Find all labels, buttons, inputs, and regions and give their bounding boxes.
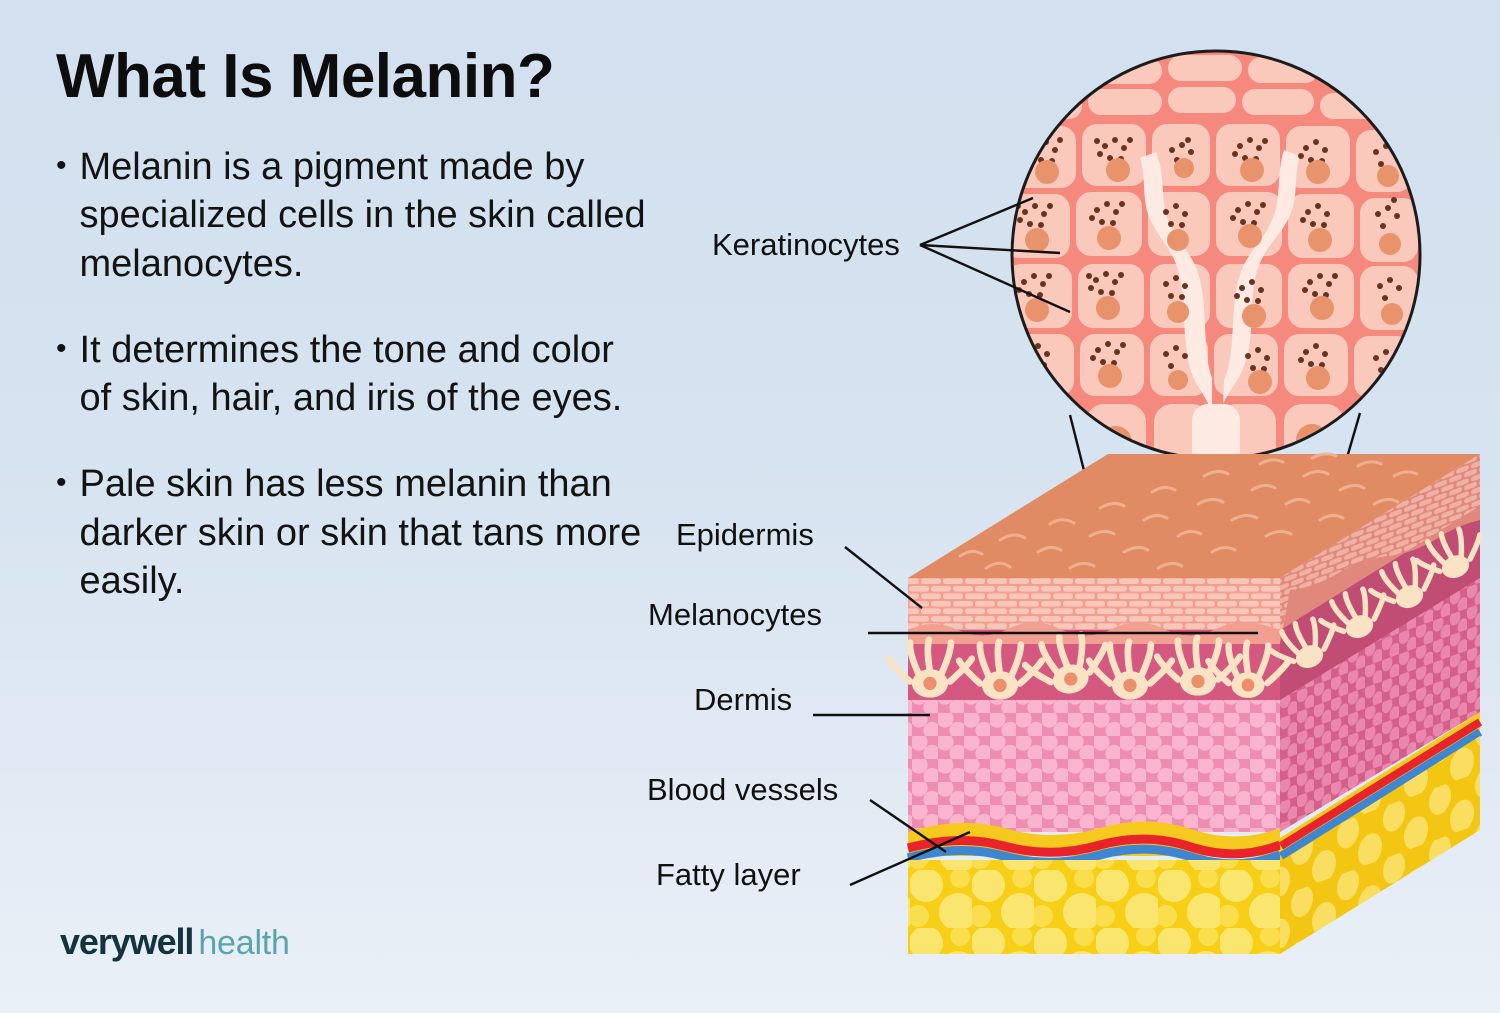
dermis-front bbox=[908, 700, 1280, 832]
leader-keratinocytes-2 bbox=[919, 243, 1061, 255]
melanocyte-group-side bbox=[1268, 526, 1483, 669]
skin-anatomy-diagram: Keratinocytes Epidermis Melanocytes Derm… bbox=[600, 0, 1500, 1013]
leader-blood-vessels bbox=[869, 799, 947, 853]
brand-name-light: health bbox=[198, 924, 290, 962]
fatty-layer-side bbox=[1280, 736, 1480, 954]
label-melanocytes: Melanocytes bbox=[648, 597, 822, 632]
label-blood-vessels: Blood vessels bbox=[647, 772, 838, 807]
page-title: What Is Melanin? bbox=[56, 42, 555, 111]
list-item: • Pale skin has less melanin than darker… bbox=[56, 460, 646, 605]
leader-epidermis bbox=[844, 546, 923, 609]
bullet-text: Pale skin has less melanin than darker s… bbox=[79, 463, 642, 602]
label-epidermis: Epidermis bbox=[676, 517, 814, 552]
bullet-text: Melanin is a pigment made by specialized… bbox=[79, 146, 646, 285]
bullet-marker-icon: • bbox=[56, 331, 67, 365]
bullet-marker-icon: • bbox=[56, 466, 67, 500]
magnified-epidermis-inset bbox=[1010, 49, 1422, 461]
vein-line-side bbox=[1278, 728, 1483, 860]
leader-fatty-layer bbox=[849, 830, 971, 887]
text-column: What Is Melanin? • Melanin is a pigment … bbox=[56, 44, 696, 643]
bullet-marker-icon: • bbox=[56, 149, 67, 183]
label-dermis: Dermis bbox=[694, 682, 792, 717]
stratum-corneum-front bbox=[908, 578, 1280, 630]
fatty-layer-front bbox=[908, 860, 1280, 954]
artery-line-front bbox=[906, 834, 1282, 859]
callout-labels: Keratinocytes Epidermis Melanocytes Derm… bbox=[647, 196, 1258, 892]
dermis-side bbox=[1280, 578, 1480, 832]
leader-keratinocytes-1 bbox=[919, 196, 1034, 247]
bullet-list: • Melanin is a pigment made by specializ… bbox=[56, 143, 696, 605]
bullet-text: It determines the tone and color of skin… bbox=[79, 328, 623, 420]
artery-line-side bbox=[1278, 718, 1483, 850]
list-item: • Melanin is a pigment made by specializ… bbox=[56, 143, 646, 288]
list-item: • It determines the tone and color of sk… bbox=[56, 326, 646, 423]
skin-block-3d bbox=[885, 452, 1483, 954]
brand-logo: verywell health bbox=[60, 921, 290, 963]
label-keratinocytes: Keratinocytes bbox=[712, 227, 900, 262]
melanocyte-group-front bbox=[885, 631, 1292, 700]
leader-keratinocytes-3 bbox=[919, 243, 1071, 314]
brand-name-bold: verywell bbox=[60, 921, 194, 962]
label-fatty-layer: Fatty layer bbox=[656, 857, 801, 892]
